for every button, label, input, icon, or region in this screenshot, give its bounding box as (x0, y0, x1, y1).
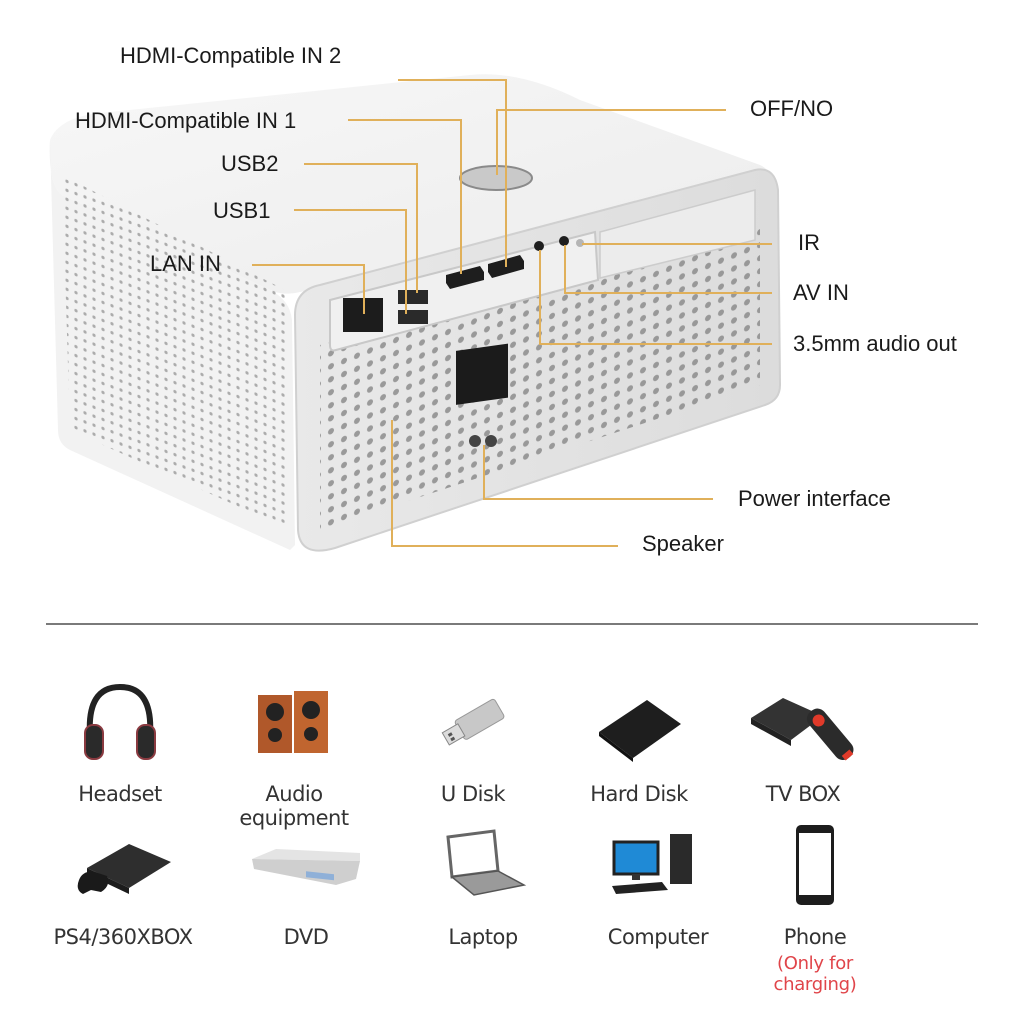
device-computer: Computer (578, 815, 738, 949)
label-power-button: OFF/NO (750, 96, 834, 121)
callout-line-speaker (391, 420, 393, 545)
device-laptop: Laptop (403, 815, 563, 949)
device-name: U Disk (440, 782, 506, 806)
device-name: PS4/360XBOX (53, 925, 193, 949)
device-name: Headset (78, 782, 162, 806)
callout-line-hdmi1 (348, 119, 460, 121)
usb2-port (398, 290, 428, 304)
device-name: Hard Disk (590, 782, 688, 806)
power-socket (456, 343, 508, 405)
callout-line-hdmi2 (398, 79, 505, 81)
av-in-jack (559, 236, 569, 246)
device-dvd: DVD (226, 815, 386, 949)
usb1-port (398, 310, 428, 324)
callout-line-lan (363, 264, 365, 314)
device-name: Audio equipment (239, 782, 349, 830)
callout-line-ir (582, 243, 772, 245)
device-hard-disk: Hard Disk (559, 672, 719, 806)
headset-icon (40, 672, 200, 772)
device-u-disk: U Disk (393, 672, 553, 806)
callout-line-audio-out (539, 343, 772, 345)
callout-line-power-button (496, 109, 726, 111)
label-hdmi1: HDMI-Compatible IN 1 (75, 108, 297, 133)
device-name: Phone (783, 925, 847, 949)
device-name: Laptop (448, 925, 518, 949)
device-name: DVD (283, 925, 329, 949)
callout-line-power-interface (483, 445, 485, 498)
device-headset: Headset (40, 672, 200, 806)
port-bezel (329, 230, 600, 352)
hdmi1-port (446, 266, 484, 289)
charging-note: (Only for charging) (773, 953, 857, 995)
projector-top (49, 74, 772, 294)
label-power-interface: Power interface (738, 486, 891, 511)
label-lan: LAN IN (150, 251, 221, 276)
game-console-icon (43, 815, 203, 915)
callout-line-power-button (496, 109, 498, 175)
label-usb1: USB1 (213, 198, 271, 223)
callout-line-usb2 (416, 163, 418, 293)
label-audio-out: 3.5mm audio out (793, 331, 957, 356)
device-name: TV BOX (765, 782, 841, 806)
callout-line-usb2 (304, 163, 416, 165)
callout-line-hdmi1 (460, 119, 462, 274)
front-vent-grille (320, 228, 760, 530)
callout-line-speaker (391, 545, 618, 547)
section-divider (46, 623, 978, 625)
projector-diagram (49, 74, 782, 552)
label-hdmi2: HDMI-Compatible IN 2 (120, 43, 342, 68)
device-game-console: PS4/360XBOX (43, 815, 203, 949)
callout-line-lan (252, 264, 364, 266)
callout-line-usb1 (405, 209, 407, 314)
label-usb2: USB2 (221, 151, 279, 176)
callout-line-power-interface (483, 498, 713, 500)
callout-line-audio-out (539, 250, 541, 343)
button-strip (599, 189, 756, 279)
laptop-icon (403, 815, 563, 915)
callout-line-av-in (564, 245, 566, 292)
left-vent-grille (62, 175, 290, 530)
callout-line-av-in (564, 292, 772, 294)
label-ir: IR (798, 230, 820, 255)
device-tv-box: TV BOX (723, 672, 883, 806)
device-phone: Phone (Only for charging) (735, 815, 895, 995)
desktop-computer-icon (578, 815, 738, 915)
hard-disk-icon (559, 672, 719, 772)
ir-sensor (576, 239, 584, 247)
audio-out-jack (534, 241, 544, 251)
label-av-in: AV IN (793, 280, 849, 305)
dvd-player-icon (226, 815, 386, 915)
device-name: Computer (607, 925, 709, 949)
tv-box-icon (723, 672, 883, 772)
device-audio-equipment: Audio equipment (214, 672, 374, 830)
callout-line-hdmi2 (505, 79, 507, 267)
callout-line-usb1 (294, 209, 405, 211)
usb-drive-icon (393, 672, 553, 772)
label-speaker: Speaker (642, 531, 724, 556)
speakers-icon (214, 672, 374, 772)
phone-icon (735, 815, 895, 915)
